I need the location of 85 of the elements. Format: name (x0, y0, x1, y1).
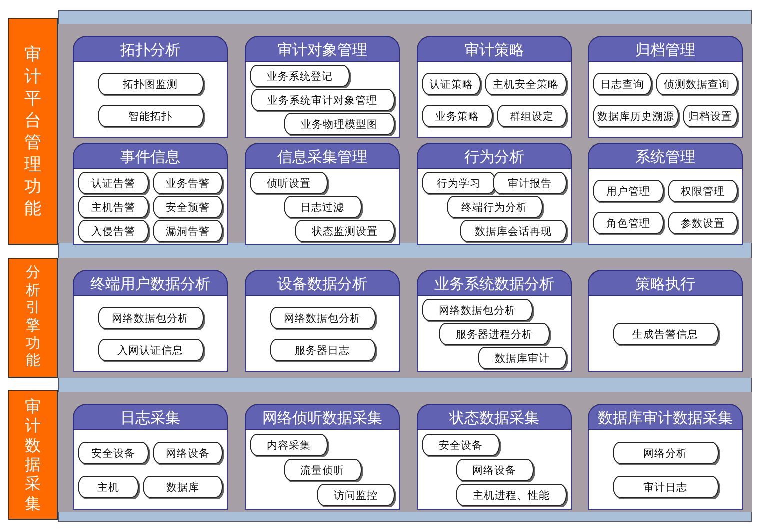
function-tag: 生成告警信息 (612, 323, 718, 345)
module-card (417, 404, 572, 510)
module-header: 拓扑分析 (73, 36, 228, 62)
function-tag: 侦测数据查询 (656, 73, 738, 95)
module-card (588, 143, 743, 245)
function-tag: 数据库 (143, 476, 223, 498)
function-tag: 权限管理 (668, 180, 738, 202)
module-card (245, 404, 400, 510)
function-tag: 角色管理 (593, 212, 664, 234)
function-tag: 数据库审计 (478, 347, 567, 369)
module-card (245, 143, 400, 245)
module-card (588, 270, 743, 372)
module-card (417, 143, 572, 245)
function-tag: 日志过滤 (284, 196, 362, 218)
function-tag: 主机告警 (78, 196, 149, 218)
module-card (73, 270, 228, 372)
module-header: 数据库审计数据采集 (588, 404, 743, 430)
function-tag: 业务策略 (422, 105, 493, 127)
function-tag: 日志查询 (593, 73, 652, 95)
module-card (417, 270, 572, 372)
function-tag: 访问监控 (317, 484, 395, 506)
function-tag: 审计报告 (493, 172, 567, 194)
function-tag: 业务告警 (153, 172, 223, 194)
function-tag: 主机 (78, 476, 139, 498)
function-tag: 拓扑图监测 (98, 73, 204, 95)
module-header: 行为分析 (417, 143, 572, 169)
function-tag: 审计日志 (612, 476, 718, 498)
function-tag: 归档设置 (683, 105, 738, 127)
module-header: 网络侦听数据采集 (245, 404, 400, 430)
module-header: 终端用户数据分析 (73, 270, 228, 296)
module-header: 审计策略 (417, 36, 572, 62)
layer-label: 审计平台管理功能 (8, 18, 58, 245)
function-tag: 认证策略 (422, 73, 481, 95)
function-tag: 网络数据包分析 (98, 307, 204, 329)
function-tag: 数据库会话再现 (460, 220, 567, 242)
module-card (417, 36, 572, 138)
module-card (73, 36, 228, 138)
function-tag: 漏洞告警 (153, 220, 223, 242)
module-header: 审计对象管理 (245, 36, 400, 62)
module-card (588, 36, 743, 138)
function-tag: 安全预警 (153, 196, 223, 218)
layer-label: 分析引擎功能 (8, 258, 58, 378)
module-card (73, 404, 228, 510)
function-tag: 用户管理 (593, 180, 664, 202)
layer-label: 审计数据采集 (8, 390, 58, 520)
function-tag: 数据库历史溯源 (593, 105, 679, 127)
module-header: 信息采集管理 (245, 143, 400, 169)
function-tag: 安全设备 (78, 442, 149, 464)
function-tag: 网络分析 (612, 442, 718, 464)
module-header: 设备数据分析 (245, 270, 400, 296)
function-tag: 终端行为分析 (446, 196, 542, 218)
module-card (245, 270, 400, 372)
function-tag: 状态监测设置 (295, 220, 395, 242)
function-tag: 群组设定 (497, 105, 567, 127)
module-header: 系统管理 (588, 143, 743, 169)
function-tag: 主机进程、性能 (456, 484, 567, 506)
function-tag: 流量侦听 (284, 459, 362, 481)
function-tag: 网络设备 (456, 459, 534, 481)
module-header: 日志采集 (73, 404, 228, 430)
function-tag: 入侵告警 (78, 220, 149, 242)
module-header: 业务系统数据分析 (417, 270, 572, 296)
function-tag: 安全设备 (422, 434, 500, 456)
module-card (245, 36, 400, 138)
function-tag: 认证告警 (78, 172, 149, 194)
function-tag: 主机安全策略 (485, 73, 567, 95)
function-tag: 服务器进程分析 (439, 323, 550, 345)
function-tag: 网络数据包分析 (422, 299, 533, 321)
module-header: 状态数据采集 (417, 404, 572, 430)
function-tag: 内容采集 (250, 434, 328, 456)
function-tag: 网络数据包分析 (270, 307, 376, 329)
function-tag: 业务系统审计对象管理 (250, 89, 394, 111)
module-header: 事件信息 (73, 143, 228, 169)
function-tag: 智能拓扑 (98, 105, 204, 127)
function-tag: 行为学习 (422, 172, 496, 194)
function-tag: 参数设置 (668, 212, 738, 234)
function-tag: 网络设备 (153, 442, 223, 464)
function-tag: 业务物理模型图 (284, 113, 395, 135)
function-tag: 服务器日志 (270, 339, 376, 361)
function-tag: 业务系统登记 (250, 65, 350, 87)
function-tag: 侦听设置 (250, 172, 328, 194)
module-header: 策略执行 (588, 270, 743, 296)
function-tag: 入网认证信息 (98, 339, 204, 361)
module-header: 归档管理 (588, 36, 743, 62)
module-card (588, 404, 743, 510)
module-card (73, 143, 228, 245)
